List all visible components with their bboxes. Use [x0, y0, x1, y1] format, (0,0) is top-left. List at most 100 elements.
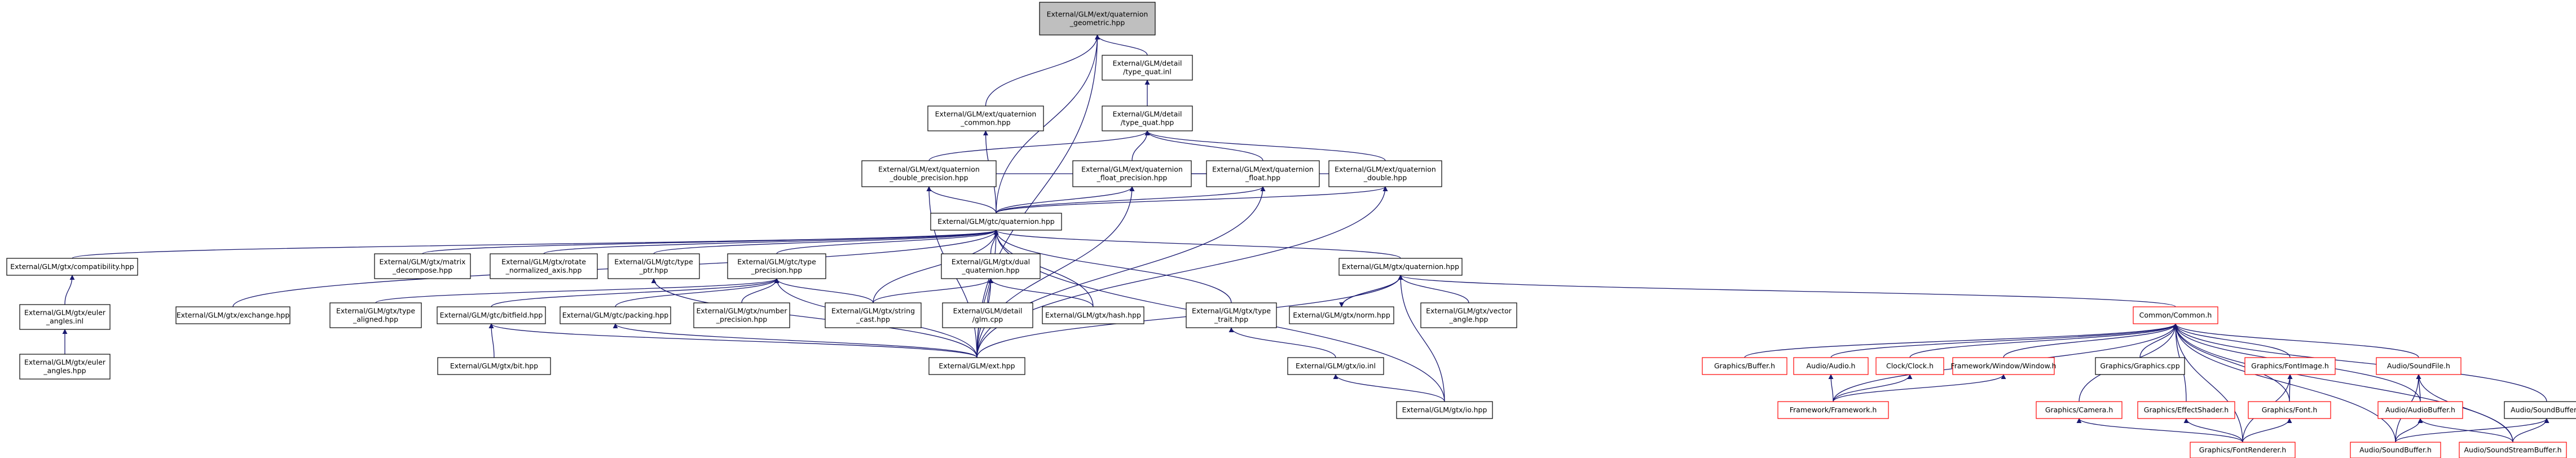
node-fontrend[interactable]: Graphics/FontRenderer.h	[2190, 442, 2296, 458]
node-qfp[interactable]: External/GLM/ext/quaternion_float_precis…	[1072, 160, 1192, 187]
node-font[interactable]: Graphics/Font.h	[2248, 401, 2331, 419]
node-qfloat[interactable]: External/GLM/ext/quaternion_float.hpp	[1206, 160, 1320, 187]
node-typeprec[interactable]: External/GLM/gtc/type_precision.hpp	[727, 253, 826, 279]
node-box	[927, 105, 1044, 131]
node-bitfield[interactable]: External/GLM/gtc/bitfield.hpp	[437, 306, 546, 324]
node-qcommon[interactable]: External/GLM/ext/quaternion_common.hpp	[927, 105, 1044, 131]
node-box	[560, 306, 671, 324]
node-camera[interactable]: Graphics/Camera.h	[2036, 401, 2123, 419]
node-framework[interactable]: Framework/Framework.h	[1777, 401, 1889, 419]
node-gtxq2[interactable]: External/GLM/gtx/quaternion.hpp	[1338, 258, 1463, 276]
node-common[interactable]: Common/Common.h	[2133, 306, 2218, 324]
node-label: Audio/SoundFile.h	[2387, 362, 2450, 370]
node-qdouble[interactable]: External/GLM/ext/quaternion_double.hpp	[1328, 160, 1442, 187]
node-soundbuf2[interactable]: Audio/SoundBuffer.h	[2350, 442, 2441, 458]
node-label: Graphics/Font.h	[2262, 406, 2318, 414]
node-bit[interactable]: External/GLM/gtx/bit.hpp	[437, 357, 551, 375]
node-numprec[interactable]: External/GLM/gtx/number_precision.hpp	[693, 302, 790, 328]
node-qdp[interactable]: External/GLM/ext/quaternion_double_preci…	[861, 160, 997, 187]
node-label: External/GLM/gtc/packing.hpp	[562, 311, 669, 319]
edge-common-window	[2003, 323, 2178, 358]
node-label: External/GLM/ext/quaternion	[1081, 165, 1183, 174]
edge-bitfield-ext	[488, 323, 977, 358]
node-label: External/GLM/detail	[1113, 110, 1182, 118]
node-label: External/GLM/gtx/exchange.hpp	[177, 311, 290, 319]
node-box	[1875, 357, 1944, 375]
node-strcast[interactable]: External/GLM/gtx/string_cast.hpp	[825, 302, 922, 328]
edge-common-fontrend	[2173, 323, 2243, 443]
edge-norm-gtxq2	[1338, 275, 1401, 307]
node-rotnorm[interactable]: External/GLM/gtx/rotate_normalized_axis.…	[490, 253, 598, 279]
node-label: External/GLM/ext/quaternion	[1047, 10, 1148, 19]
node-label: External/GLM/gtc/type	[737, 258, 816, 266]
edge-soundbuf-soundbuf2	[2395, 418, 2549, 443]
node-norm[interactable]: External/GLM/gtx/norm.hpp	[1289, 306, 1394, 324]
node-label: /glm.cpp	[972, 315, 1003, 324]
node-ext[interactable]: External/GLM/ext.hpp	[928, 357, 1025, 375]
edge-font-fontrend	[2242, 418, 2292, 443]
node-label: External/GLM/gtx/rotate	[501, 258, 586, 266]
node-vecangle[interactable]: External/GLM/gtx/vector_angle.hpp	[1420, 302, 1517, 328]
node-tqinl[interactable]: External/GLM/detail/type_quat.inl	[1102, 55, 1193, 81]
node-glmcpp[interactable]: External/GLM/detail/glm.cpp	[942, 302, 1033, 328]
node-soundfile[interactable]: Audio/SoundFile.h	[2376, 357, 2461, 375]
node-clock[interactable]: Clock/Clock.h	[1875, 357, 1944, 375]
node-label: External/GLM/gtx/io.inl	[1296, 362, 1376, 370]
node-label: Audio/Audio.h	[1807, 362, 1856, 370]
node-box	[1328, 160, 1442, 187]
node-box	[825, 302, 922, 328]
node-effect[interactable]: Graphics/EffectShader.h	[2137, 401, 2235, 419]
edge-tqhpp-qfloat	[1144, 130, 1263, 161]
edge-window-framework	[1833, 374, 2006, 402]
node-label: External/GLM/detail	[953, 307, 1023, 315]
node-fontimg[interactable]: Graphics/FontImage.h	[2244, 357, 2336, 375]
node-box	[2244, 357, 2336, 375]
node-box	[941, 253, 1041, 279]
edge-qdouble-gtxq	[996, 186, 1388, 214]
node-euler_inl[interactable]: External/GLM/gtx/euler_angles.inl	[19, 304, 111, 330]
edge-gtxq-typeptr	[653, 230, 999, 254]
node-compat[interactable]: External/GLM/gtx/compatibility.hpp	[6, 258, 138, 276]
node-label: External/GLM/ext.hpp	[939, 362, 1015, 370]
node-box	[6, 258, 138, 276]
node-box	[861, 160, 997, 187]
node-graphicscpp[interactable]: Graphics/Graphics.cpp	[2095, 357, 2185, 375]
node-gbuffer[interactable]: Graphics/Buffer.h	[1702, 357, 1787, 375]
node-label: Audio/SoundBuffer.h	[2359, 446, 2432, 454]
node-label: External/GLM/gtx/type	[1192, 307, 1271, 315]
node-label: /type_quat.hpp	[1121, 118, 1174, 127]
node-window[interactable]: Framework/Window/Window.h	[1951, 357, 2057, 375]
node-tqhpp[interactable]: External/GLM/detail/type_quat.hpp	[1102, 105, 1193, 131]
node-euler_hpp[interactable]: External/GLM/gtx/euler_angles.hpp	[19, 354, 111, 380]
node-packing[interactable]: External/GLM/gtc/packing.hpp	[560, 306, 671, 324]
node-box	[2504, 401, 2576, 419]
edge-gtxq-rotnorm	[543, 230, 999, 254]
edge-qgeo-tqinl	[1094, 34, 1148, 56]
node-label: External/GLM/gtx/vector	[1426, 307, 1512, 315]
node-soundstream[interactable]: Audio/SoundStreamBuffer.h	[2459, 442, 2567, 458]
node-matdec[interactable]: External/GLM/gtx/matrix_decompose.hpp	[374, 253, 471, 279]
node-box	[437, 357, 551, 375]
node-box	[19, 304, 111, 330]
node-audioh[interactable]: Audio/Audio.h	[1793, 357, 1869, 375]
node-label: External/GLM/gtc/bitfield.hpp	[440, 311, 543, 319]
node-hash[interactable]: External/GLM/gtx/hash.hpp	[1042, 306, 1144, 324]
node-iohpp[interactable]: External/GLM/gtx/io.hpp	[1396, 401, 1493, 419]
node-typeptr[interactable]: External/GLM/gtc/type_ptr.hpp	[607, 253, 700, 279]
node-dualq[interactable]: External/GLM/gtx/dual_quaternion.hpp	[941, 253, 1041, 279]
node-qgeo[interactable]: External/GLM/ext/quaternion_geometric.hp…	[1039, 2, 1156, 36]
node-typeal[interactable]: External/GLM/gtx/type_aligned.hpp	[329, 302, 422, 328]
node-ioinl[interactable]: External/GLM/gtx/io.inl	[1287, 357, 1384, 375]
node-audiobuf[interactable]: Audio/AudioBuffer.h	[2377, 401, 2463, 419]
node-box	[1287, 357, 1384, 375]
node-label: Graphics/FontImage.h	[2251, 362, 2329, 370]
node-box	[2190, 442, 2296, 458]
node-gtxq[interactable]: External/GLM/gtc/quaternion.hpp	[930, 213, 1062, 231]
node-typetrait[interactable]: External/GLM/gtx/type_trait.hpp	[1186, 302, 1277, 328]
node-box	[329, 302, 422, 328]
node-label: External/GLM/gtx/quaternion.hpp	[1342, 262, 1459, 271]
node-exch[interactable]: External/GLM/gtx/exchange.hpp	[175, 306, 290, 324]
node-label: _angles.hpp	[43, 367, 86, 375]
node-soundbuf[interactable]: Audio/SoundBuffer.h	[2504, 401, 2576, 419]
